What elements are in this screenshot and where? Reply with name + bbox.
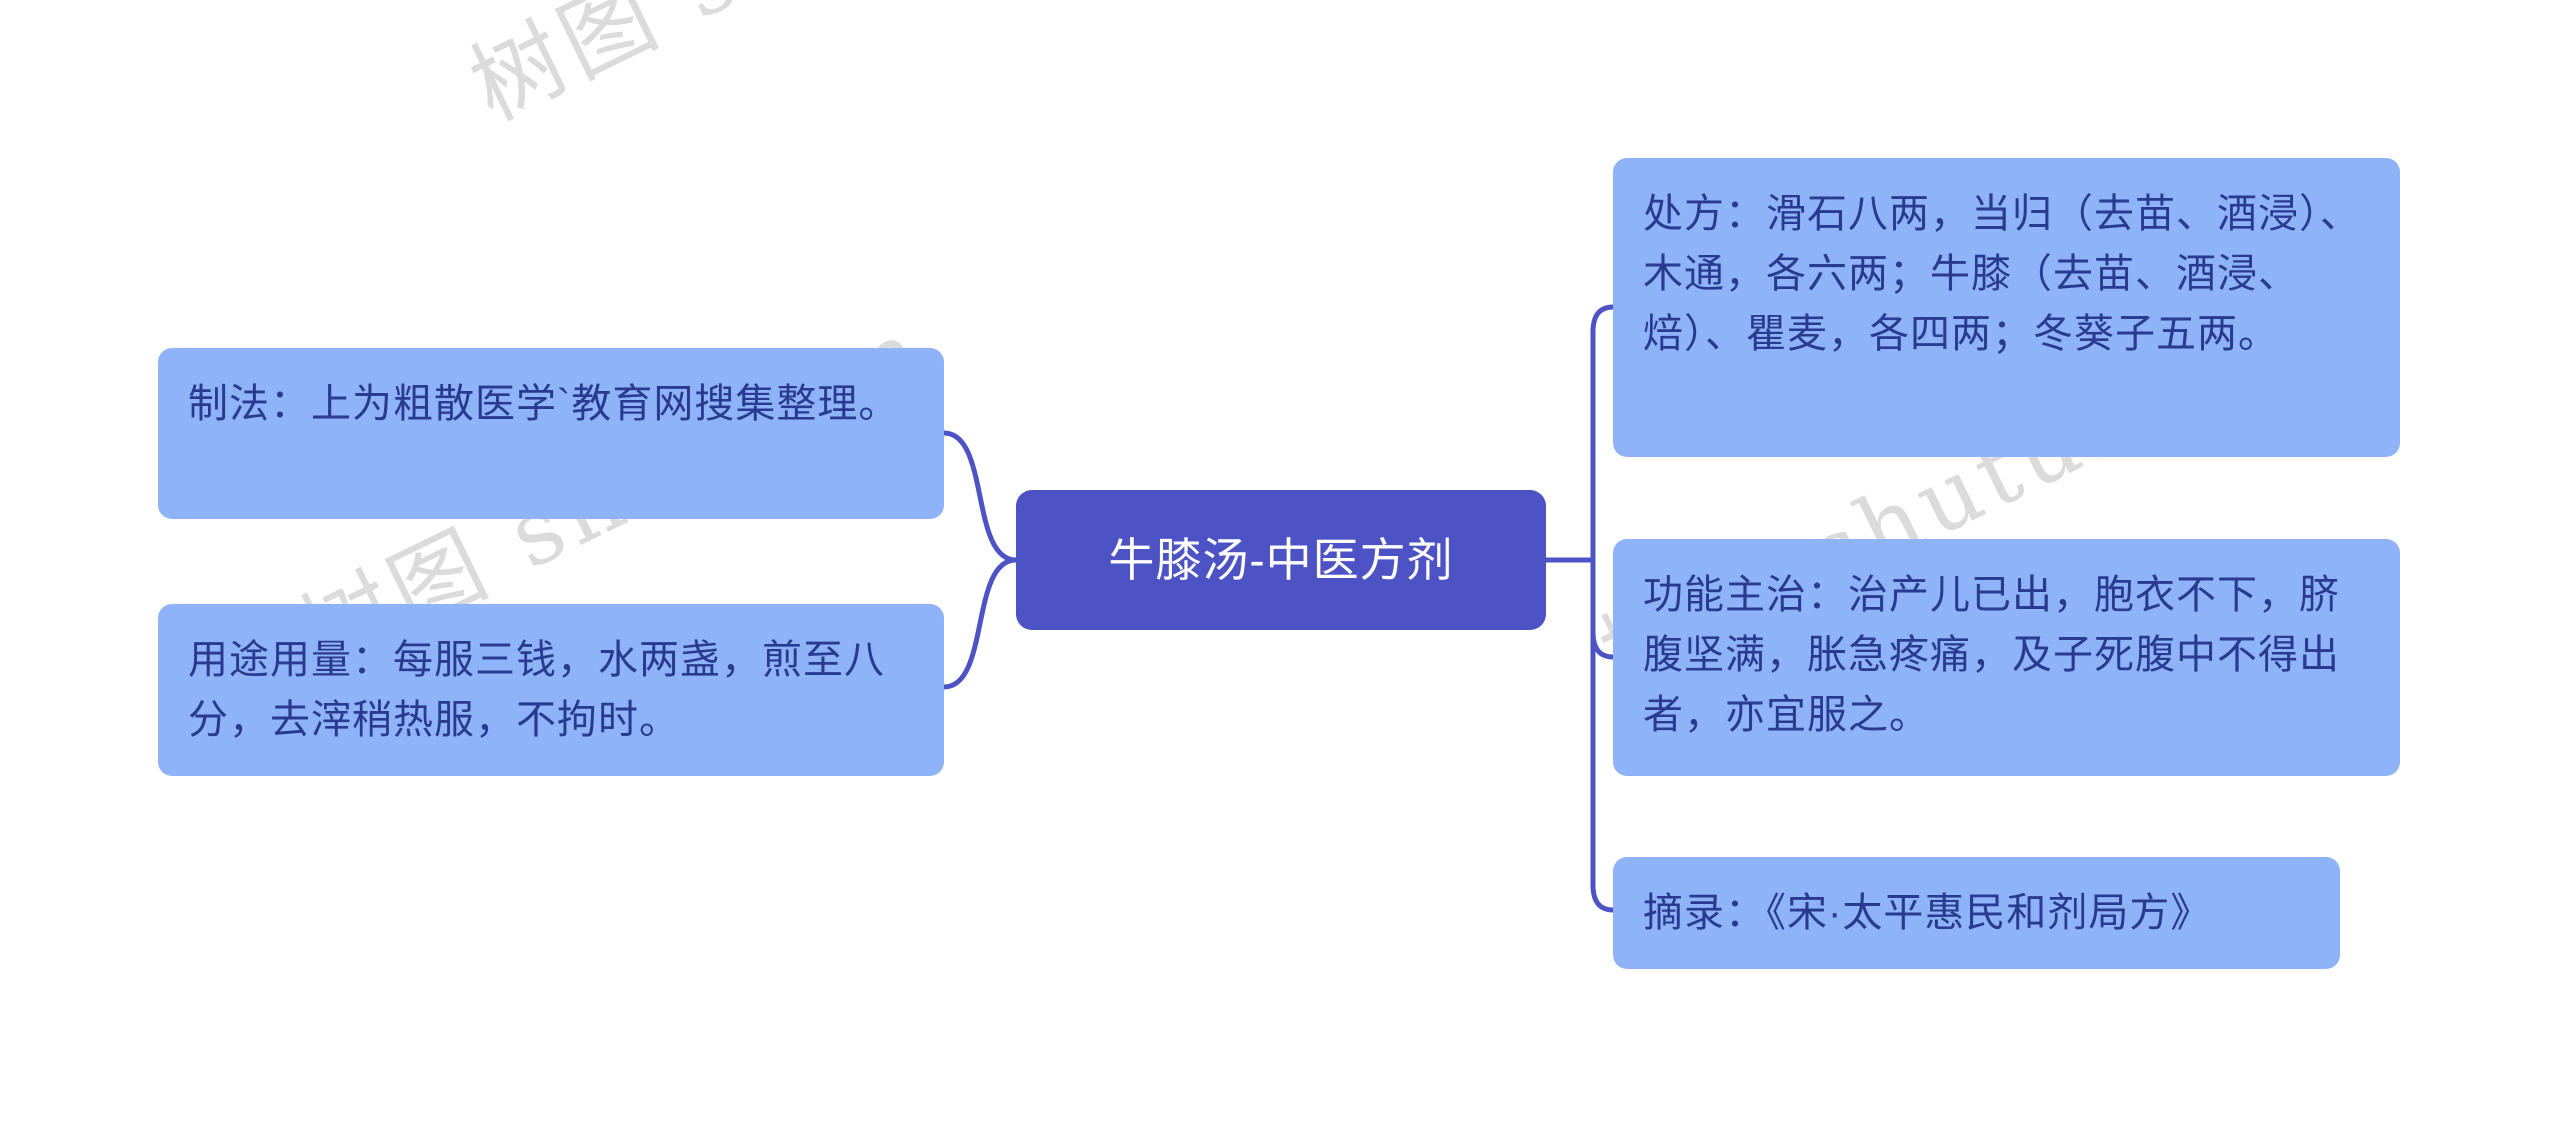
watermark-text: 树图 shutu.cn <box>445 0 1116 146</box>
node-prescription[interactable]: 处方：滑石八两，当归（去苗、酒浸）、木通，各六两；牛膝（去苗、酒浸、焙）、瞿麦，… <box>1613 158 2400 457</box>
connector-left-bottom <box>941 557 1019 690</box>
node-usage-dosage[interactable]: 用途用量：每服三钱，水两盏，煎至八分，去滓稍热服，不拘时。 <box>158 604 944 776</box>
central-topic[interactable]: 牛膝汤-中医方剂 <box>1016 490 1546 630</box>
node-preparation[interactable]: 制法：上为粗散医学`教育网搜集整理。 <box>158 348 944 519</box>
node-source[interactable]: 摘录：《宋·太平惠民和剂局方》 <box>1613 857 2340 969</box>
connector-right-middle <box>1590 557 1616 660</box>
connector-right-top <box>1590 304 1616 563</box>
connector-right-bottom <box>1590 557 1616 913</box>
connector-left-top <box>941 430 1019 563</box>
node-functions-indications[interactable]: 功能主治：治产儿已出，胞衣不下，脐腹坚满，胀急疼痛，及子死腹中不得出者，亦宜服之… <box>1613 539 2400 776</box>
